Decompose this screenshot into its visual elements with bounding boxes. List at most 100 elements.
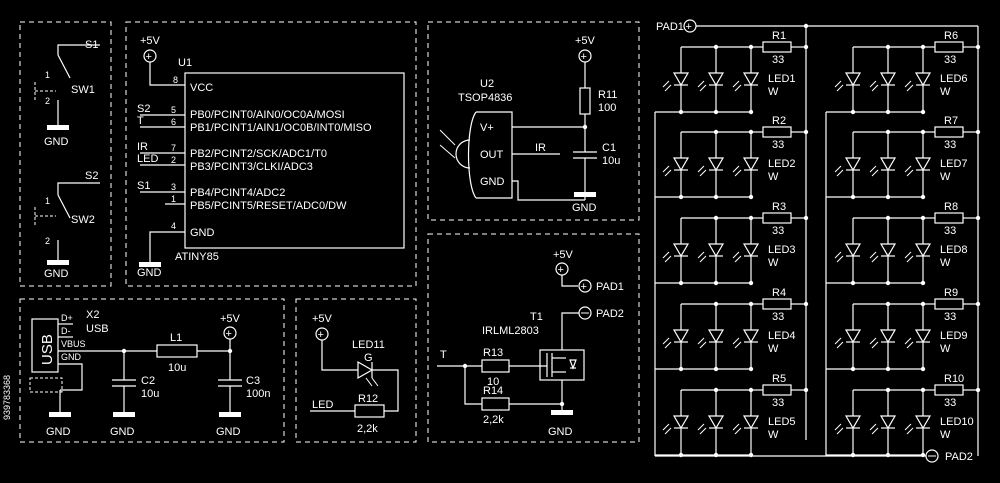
svg-text:+5V: +5V (220, 313, 241, 325)
usb-section-box (19, 298, 285, 443)
resistor-r1 (762, 41, 792, 53)
driver-section-box (427, 233, 640, 443)
svg-text:C3: C3 (246, 375, 260, 387)
resistor-r3 (762, 212, 792, 224)
resistor-label: R2 (772, 115, 786, 127)
gnd-symbol (139, 262, 161, 267)
svg-text:GND: GND (61, 352, 82, 362)
resistor-value: 33 (772, 397, 784, 409)
svg-text:USB: USB (86, 323, 109, 335)
led-diode (844, 157, 862, 172)
pad1-top-label: PAD1 (656, 21, 684, 33)
svg-text:5: 5 (171, 105, 176, 115)
resistor-r9 (934, 298, 964, 310)
led-diode (914, 415, 932, 430)
switch-sw1: S1 1 2 SW1 GND (34, 39, 100, 148)
net-s1: S1 (137, 180, 150, 192)
led-label: LED8 (940, 244, 968, 256)
resistor-value: 33 (944, 54, 956, 66)
resistor-r10 (934, 384, 964, 396)
svg-text:R11: R11 (598, 89, 617, 101)
svg-text:G: G (364, 352, 373, 364)
tsop-body (467, 111, 513, 199)
svg-text:6: 6 (171, 117, 176, 127)
svg-text:PB2/PCINT2/SCK/ADC1/T0: PB2/PCINT2/SCK/ADC1/T0 (190, 148, 327, 160)
resistor-label: R8 (944, 201, 958, 213)
svg-text:2,2k: 2,2k (357, 423, 378, 435)
svg-text:R14: R14 (483, 385, 503, 397)
svg-text:L1: L1 (170, 332, 182, 344)
led-diode (672, 72, 690, 87)
svg-text:4: 4 (171, 221, 176, 231)
r12-resistor (354, 404, 385, 418)
resistor-value: 33 (944, 311, 956, 323)
svg-text:C2: C2 (141, 375, 155, 387)
svg-text:10: 10 (487, 376, 499, 388)
svg-text:GND: GND (190, 227, 215, 239)
led-diode (879, 415, 897, 430)
svg-text:+: + (581, 51, 587, 63)
svg-text:T1: T1 (530, 311, 543, 323)
resistor-value: 33 (772, 54, 784, 66)
led-label: LED9 (940, 330, 968, 342)
svg-text:GND: GND (572, 202, 597, 214)
led-label: LED7 (940, 158, 968, 170)
usb-power: USB X2 USB D+ D- VBUS GND GND C2 10u GND… (29, 309, 270, 438)
resistor-r2 (762, 126, 792, 138)
svg-text:8: 8 (173, 75, 178, 85)
gnd-label: GND (44, 268, 69, 280)
led-diode (742, 72, 760, 87)
led-diode (879, 157, 897, 172)
svg-text:LED: LED (312, 399, 333, 411)
resistor-r8 (934, 212, 964, 224)
resistor-label: R3 (772, 201, 786, 213)
resistor-value: 33 (772, 139, 784, 151)
ir-net-label: IR (535, 142, 546, 154)
svg-text:+5V: +5V (553, 249, 574, 261)
led-diode (914, 243, 932, 258)
led-label: LED1 (768, 73, 796, 85)
svg-text:GND: GND (480, 176, 505, 188)
led-label: LED5 (768, 416, 796, 428)
led-diode (844, 72, 862, 87)
led-diode (742, 329, 760, 344)
svg-text:X2: X2 (86, 309, 99, 321)
resistor-value: 33 (772, 225, 784, 237)
r14-resistor (481, 397, 510, 411)
switch-sw2: S2 1 2 SW2 GND (34, 170, 100, 280)
resistor-value: 33 (944, 139, 956, 151)
svg-text:10u: 10u (141, 388, 159, 400)
resistor-r7 (934, 126, 964, 138)
resistor-label: R5 (772, 373, 786, 385)
svg-text:+: + (146, 51, 152, 63)
mcu-section-box (125, 21, 417, 287)
status-led-section-box (295, 298, 417, 443)
net-t: T (137, 115, 144, 127)
led-color-label: W (940, 257, 951, 269)
led-diode (844, 415, 862, 430)
svg-text:+: + (581, 281, 587, 293)
svg-text:+: + (318, 329, 324, 341)
gnd-symbol (47, 260, 69, 265)
status-led: +5V + LED11 G R12 2,2k LED (310, 313, 399, 435)
resistor-r5 (762, 384, 792, 396)
s2-net-label: S2 (85, 170, 98, 182)
ir-receiver-section-box (427, 21, 640, 221)
svg-text:GND: GND (216, 426, 241, 438)
svg-text:D+: D+ (61, 313, 73, 323)
svg-text:10u: 10u (602, 155, 620, 167)
svg-text:D-: D- (61, 326, 71, 336)
svg-text:2: 2 (45, 236, 50, 246)
led-matrix: PAD1 + PAD2 R133LED1WR233LED2WR333LED3WR… (654, 19, 981, 463)
led-label: LED10 (940, 416, 974, 428)
svg-text:2,2k: 2,2k (483, 414, 504, 426)
svg-text:GND: GND (110, 426, 135, 438)
resistor-label: R7 (944, 115, 958, 127)
led-color-label: W (768, 86, 779, 98)
usb-connector (31, 318, 59, 373)
svg-text:10u: 10u (168, 362, 186, 374)
led-label: LED2 (768, 158, 796, 170)
svg-text:T: T (440, 349, 447, 361)
r11-resistor (579, 87, 591, 115)
